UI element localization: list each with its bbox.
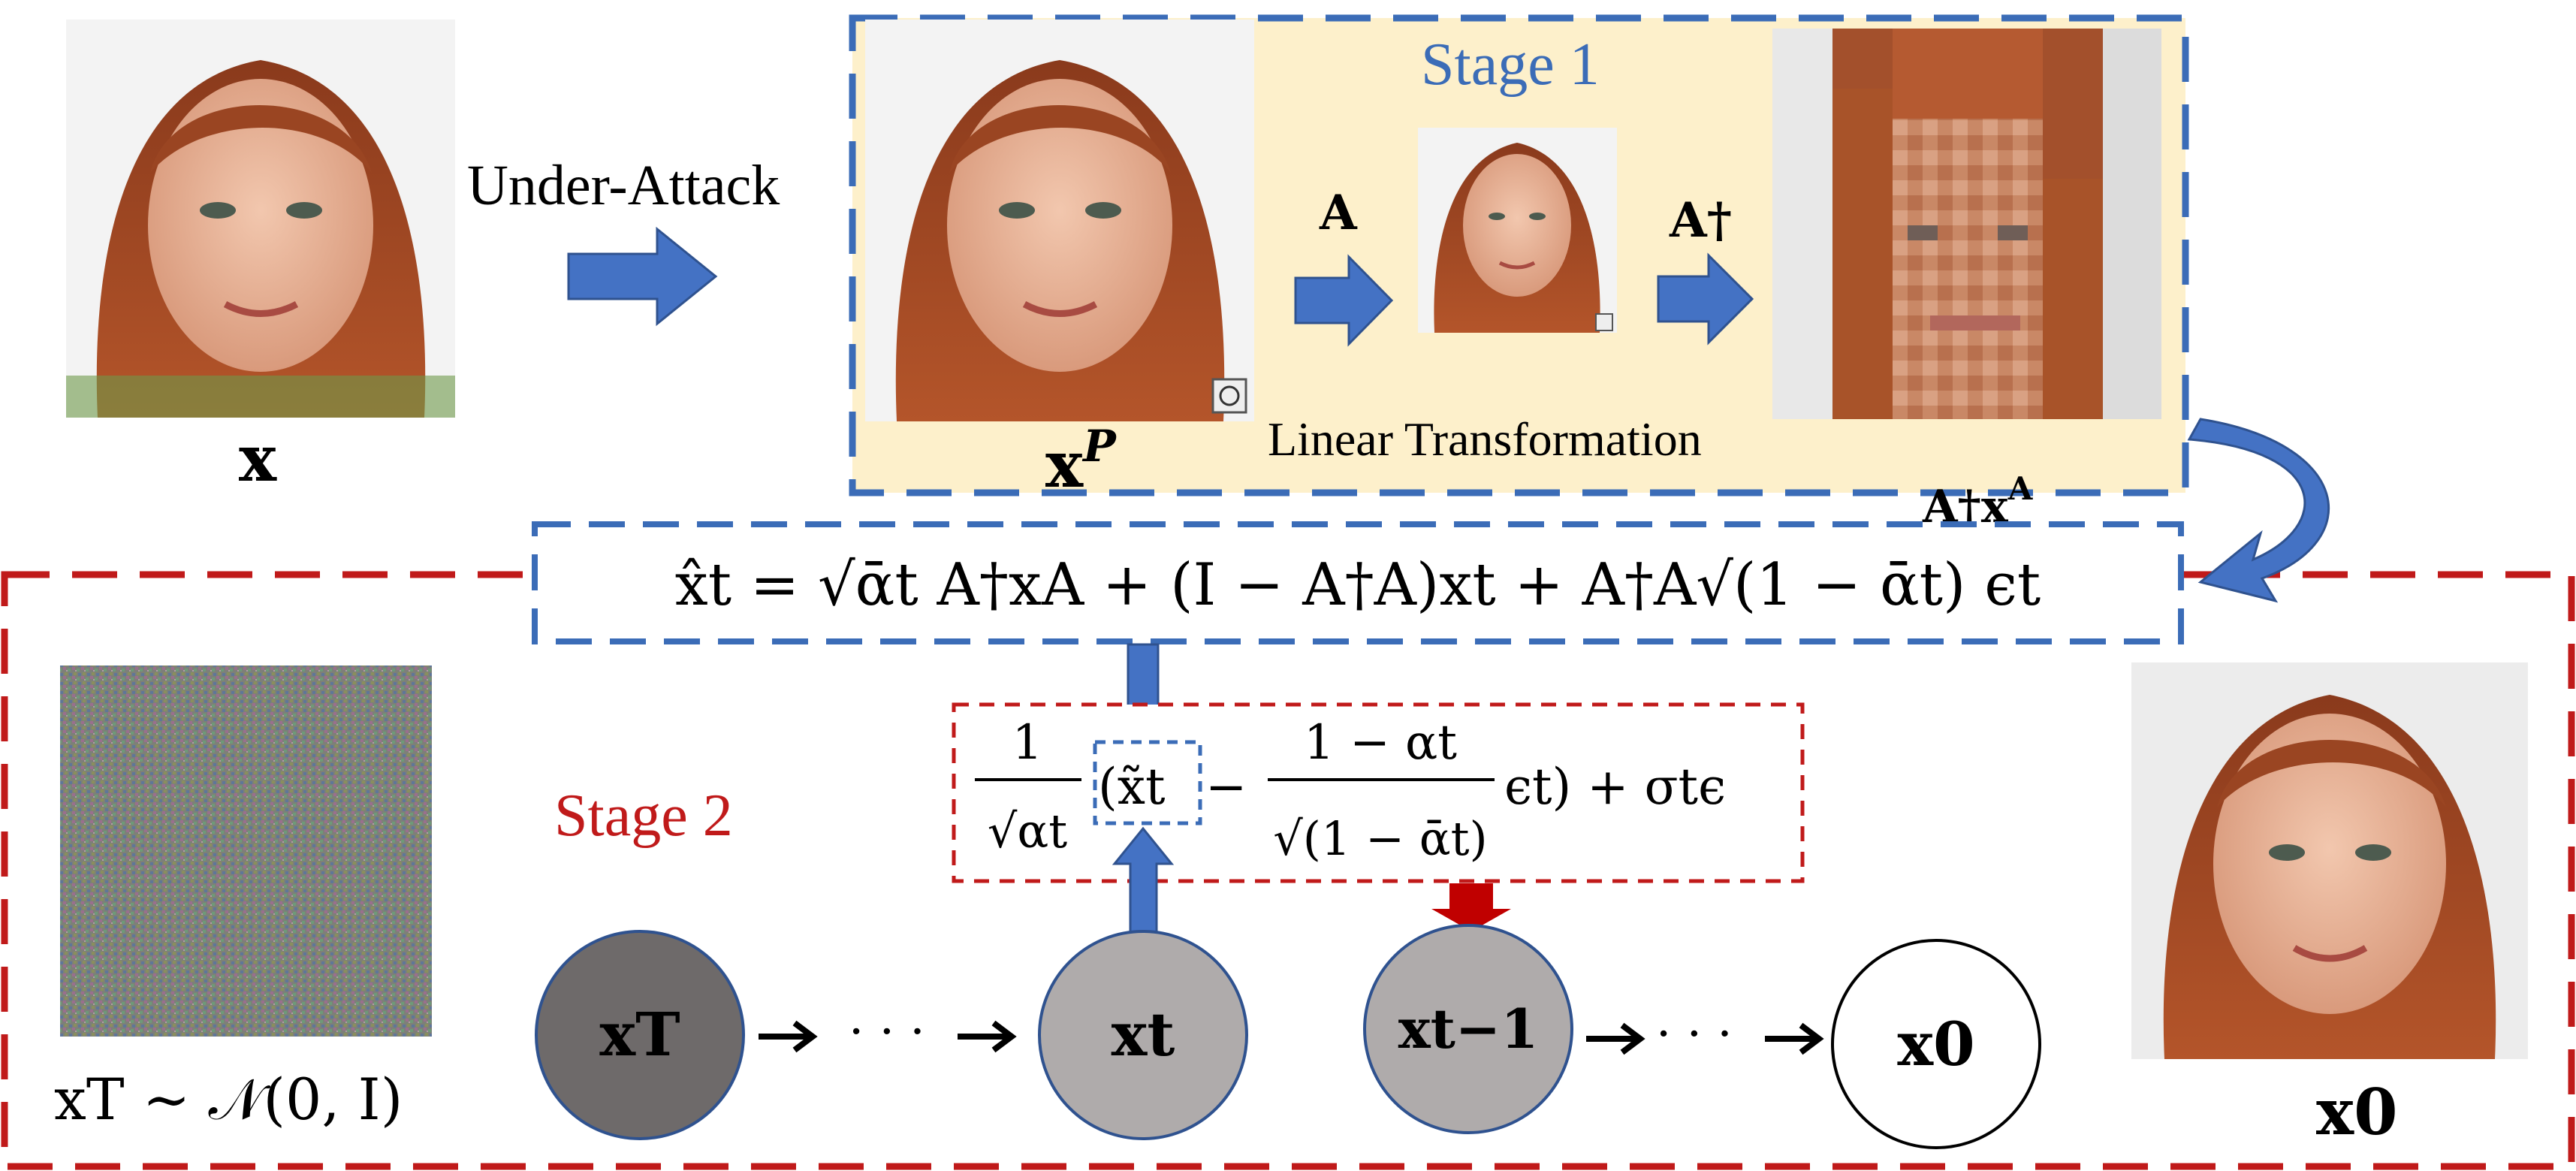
- node-xt: [1038, 930, 1248, 1140]
- attacked-face-photo-icon: [865, 20, 1254, 421]
- update-to-xt-minus1-arrow: [1431, 883, 1511, 931]
- linear-transformation-label: Linear Transformation: [1268, 412, 1702, 466]
- node-xt-minus1-label: xt−1: [1398, 997, 1539, 1061]
- stage2-title: Stage 2: [554, 783, 733, 849]
- stage1-to-equation-arrow: [2187, 418, 2330, 603]
- stage1-equation-box: [532, 521, 2184, 644]
- node-xT: [535, 930, 745, 1140]
- a-operator-arrow: [1294, 254, 1394, 347]
- face-photo-icon: [66, 20, 455, 418]
- a-dagger-operator-arrow: [1657, 252, 1754, 346]
- update-minus: −: [1205, 758, 1247, 816]
- under-attack-arrow: [567, 226, 718, 327]
- chain-arrow-3: [1586, 1022, 1645, 1055]
- chain-ellipsis-1: · · ·: [849, 1004, 925, 1060]
- restored-face-photo-icon: [2131, 662, 2528, 1059]
- update-frac2-num: 1 − αt: [1304, 715, 1457, 771]
- update-frac2-den: √(1 − ᾱt): [1273, 811, 1487, 866]
- node-xT-label: xT: [599, 999, 680, 1070]
- xt-tilde-highlight-box: [1093, 740, 1202, 825]
- xt-to-update-arrow: [1112, 826, 1175, 937]
- stage1-title: Stage 1: [1421, 32, 1600, 98]
- downsampled-face-photo-icon: [1418, 128, 1617, 333]
- node-x0-label: x0: [1897, 1009, 1974, 1079]
- node-x0: [1831, 939, 2041, 1149]
- gaussian-noise-patch-icon: [60, 665, 432, 1037]
- update-frac1-num: 1: [1012, 715, 1043, 771]
- xt-noise-label: xT ∼ 𝒩(0, I): [54, 1066, 403, 1133]
- x-label: x: [239, 421, 277, 496]
- a-dagger-operator-label: A†: [1669, 192, 1732, 249]
- update-rule-box: [952, 702, 1805, 883]
- node-xt-label: xt: [1112, 999, 1175, 1070]
- node-xt-minus1: [1363, 924, 1573, 1134]
- x0-output-label: x0: [2316, 1075, 2398, 1149]
- update-frac1-den: √αt: [988, 804, 1067, 859]
- chain-ellipsis-2: · · ·: [1656, 1007, 1733, 1062]
- under-attack-label: Under-Attack: [467, 154, 780, 217]
- chain-arrow-1: [759, 1020, 818, 1053]
- update-tail: ϵt) + σtϵ: [1504, 758, 1726, 816]
- a-operator-label: A: [1319, 185, 1358, 241]
- stage1-equation: x̂t = √ᾱt A†xA + (I − A†A)xt + A†A√(1 − …: [675, 551, 2041, 619]
- chain-arrow-2: [958, 1020, 1017, 1053]
- update-xt-tilde: (x̃t: [1098, 758, 1166, 816]
- pixelated-face-icon: [1772, 29, 2161, 419]
- chain-arrow-4: [1765, 1022, 1824, 1055]
- stage2-region: [1, 571, 2575, 1170]
- xp-label: xP: [1045, 421, 1117, 502]
